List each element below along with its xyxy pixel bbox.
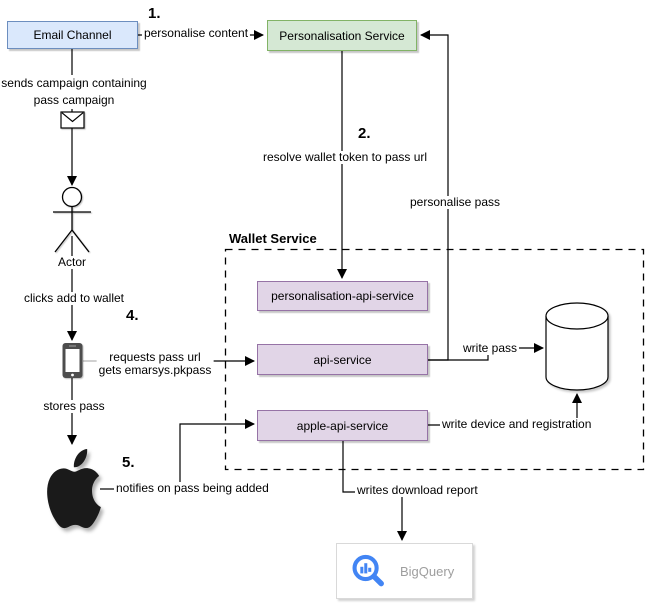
edge-label-stores-pass: stores pass <box>41 399 107 413</box>
bigquery-node: BigQuery <box>336 543 473 599</box>
edge-label-personalise-pass: personalise pass <box>407 195 503 209</box>
edge-label-write-device: write device and registration <box>440 417 594 431</box>
envelope-icon <box>60 111 85 129</box>
edge-label-resolve-wallet-token: resolve wallet token to pass url <box>260 150 430 164</box>
wallet-service-group-border <box>224 248 645 471</box>
database-cylinder-icon <box>545 302 609 391</box>
personalisation-service-node: Personalisation Service <box>267 20 417 51</box>
apple-logo-icon <box>47 449 101 529</box>
step-2-label: 2. <box>358 125 371 142</box>
step-5-label: 5. <box>122 454 135 471</box>
personalisation-api-service-node: personalisation-api-service <box>257 281 428 311</box>
sends-campaign-line2: pass campaign <box>33 93 115 107</box>
edge-label-notifies-on-pass: notifies on pass being added <box>114 481 271 495</box>
edge-label-requests-pass: requests pass url gets emarsys.pkpass <box>96 350 214 377</box>
smartphone-icon <box>62 343 83 378</box>
edge-label-writes-download-report: writes download report <box>355 483 480 497</box>
edge-label-clicks-add-to-wallet: clicks add to wallet <box>21 291 127 305</box>
requests-pass-line1: requests pass url <box>109 350 201 364</box>
bigquery-label: BigQuery <box>400 563 455 579</box>
step-1-label: 1. <box>148 5 161 22</box>
edge-notifies-to-apple-api-service <box>179 419 255 483</box>
wallet-service-group-title: Wallet Service <box>229 231 317 246</box>
edge-label-personalise-content: personalise content <box>141 26 251 40</box>
bigquery-magnifier-icon <box>352 554 384 587</box>
apple-api-service-node: apple-api-service <box>257 410 428 441</box>
sends-campaign-line1: sends campaign containing <box>1 76 147 90</box>
step-4-label: 4. <box>126 307 139 324</box>
requests-pass-line2: gets emarsys.pkpass <box>98 363 212 377</box>
email-channel-node: Email Channel <box>7 21 138 49</box>
actor-label: Actor <box>55 255 89 269</box>
api-service-node: api-service <box>257 344 428 375</box>
actor-stick-figure-icon <box>53 186 91 253</box>
edge-label-sends-campaign: sends campaign containing pass campaign <box>0 75 149 109</box>
edge-label-write-pass: write pass <box>461 341 520 355</box>
